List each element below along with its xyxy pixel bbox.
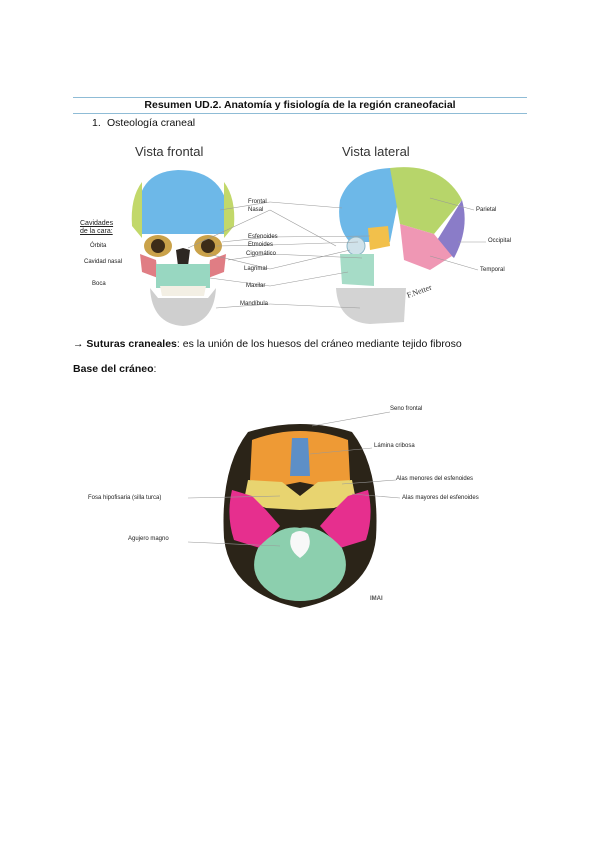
frontal-bone: [137, 170, 230, 234]
label-parietal: Parietal: [476, 207, 497, 213]
skull-base-illustration: [187, 411, 401, 608]
lateral-maxilla: [340, 254, 374, 286]
skull-illustration: F.Netter: [131, 167, 486, 326]
label-etmoides: Etmoides: [248, 242, 274, 248]
maxilla: [156, 264, 210, 288]
parietal-side-left: [131, 182, 142, 238]
sutures-term: Suturas craneales: [86, 338, 177, 350]
middle-fossa-right: [320, 490, 371, 548]
lateral-parietal: [390, 167, 462, 234]
cribriform-plate: [290, 438, 310, 476]
sutures-definition: : es la unión de los huesos del cráneo m…: [176, 338, 462, 350]
cavities-heading-2: de la cara:: [80, 228, 113, 235]
label-alas-menores: Alas menores del esfenoides: [396, 476, 474, 482]
label-cigomatico: Cigomático: [246, 251, 277, 257]
base-heading-text: Base del cráneo: [73, 363, 154, 375]
label-alas-mayores: Alas mayores del esfenoides: [402, 495, 479, 501]
parietal-side-right: [224, 182, 235, 238]
base-heading-colon: :: [153, 363, 157, 375]
arrow-glyph: →: [73, 338, 84, 350]
watermark-logo: IMAI: [370, 596, 383, 602]
label-nasal: Nasal: [248, 207, 264, 213]
sphenoid-wings: [244, 480, 356, 510]
label-esfenoides: Esfenoides: [248, 234, 278, 240]
zygomatic-left: [140, 254, 158, 278]
label-mandibula: Mandíbula: [240, 301, 269, 307]
lateral-frontal: [339, 168, 402, 242]
label-lamina-cribosa: Lámina cribosa: [374, 443, 415, 449]
lateral-sphenoid: [368, 226, 390, 250]
header-top-rule: [73, 97, 527, 98]
lateral-orbit: [346, 236, 366, 256]
document-title: Resumen UD.2. Anatomía y fisiología de l…: [144, 99, 456, 111]
cavity-boca: Boca: [92, 281, 106, 287]
label-agujero-magno: Agujero magno: [128, 536, 169, 542]
label-fosa-hipofisaria: Fosa hipofisaria (silla turca): [88, 495, 162, 501]
skull-figure: Vista frontal Vista lateral F.Netter: [70, 138, 530, 333]
cavities-heading-1: Cavidades: [80, 220, 114, 227]
label-occipital: Occipital: [488, 238, 512, 244]
cavity-nasal: Cavidad nasal: [84, 259, 123, 265]
middle-fossa-left: [229, 490, 280, 548]
zygomatic-right: [208, 254, 226, 278]
skull-base-figure: Seno frontal Lámina cribosa Alas menores…: [80, 398, 520, 613]
label-seno-frontal: Seno frontal: [390, 406, 423, 412]
signature: F.Netter: [406, 282, 434, 299]
frontal-view-title: Vista frontal: [135, 144, 204, 159]
list-text: Osteología craneal: [107, 117, 196, 129]
base-heading: Base del cráneo:: [73, 363, 156, 375]
label-lagrimal: Lagrimal: [244, 266, 268, 272]
lateral-occipital: [436, 200, 465, 258]
label-temporal: Temporal: [480, 267, 505, 273]
cavity-orbita: Órbita: [90, 243, 107, 249]
lateral-view-title: Vista lateral: [342, 144, 410, 159]
label-maxilar: Maxilar: [246, 283, 266, 289]
teeth: [160, 286, 206, 296]
label-frontal: Frontal: [248, 199, 267, 205]
list-item-osteologia: 1. Osteología craneal: [92, 117, 195, 129]
sutures-paragraph: → Suturas craneales: es la unión de los …: [73, 338, 462, 350]
list-number: 1.: [92, 117, 101, 129]
mandible: [150, 288, 216, 326]
lateral-mandible: [336, 288, 406, 324]
foramen-magnum: [290, 531, 310, 558]
header-bottom-rule: [73, 113, 527, 114]
